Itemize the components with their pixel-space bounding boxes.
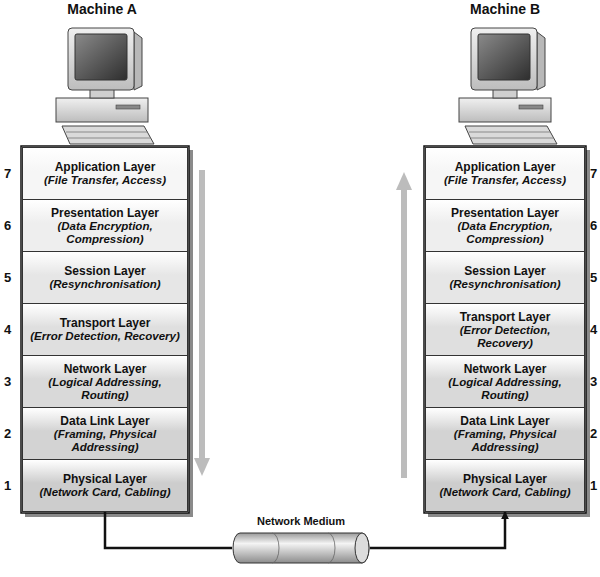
medium-label: Network Medium xyxy=(232,515,370,527)
layer-function: (Data Encryption, Compression) xyxy=(28,220,182,246)
cylinder-ring xyxy=(272,533,335,563)
layer-box: Application Layer(File Transfer, Access) xyxy=(22,147,188,200)
layer-name: Data Link Layer xyxy=(60,414,149,428)
flow-arrow-down xyxy=(194,170,210,476)
layer-name: Network Layer xyxy=(64,362,147,376)
layer-stack xyxy=(424,146,586,513)
monitor xyxy=(471,28,537,90)
drive-slot xyxy=(519,105,543,109)
keyboard xyxy=(465,126,557,144)
monitor xyxy=(68,28,134,90)
layer-number: 5 xyxy=(590,270,597,285)
drive-slot xyxy=(116,105,140,109)
keyboard xyxy=(62,126,154,144)
layer-name: Physical Layer xyxy=(63,472,147,486)
layer-name: Data Link Layer xyxy=(460,414,549,428)
layer-name: Physical Layer xyxy=(463,472,547,486)
layer-name: Session Layer xyxy=(464,264,545,278)
layer-function: (Framing, Physical Addressing) xyxy=(431,428,579,454)
flow-arrow-shaft xyxy=(401,190,407,478)
layer-name: Session Layer xyxy=(64,264,145,278)
layer-number: 7 xyxy=(4,166,11,181)
layer-function: (Network Card, Cabling) xyxy=(440,486,571,499)
layer-name: Presentation Layer xyxy=(451,206,559,220)
network-medium: Network Medium xyxy=(232,532,370,564)
layer-number: 1 xyxy=(4,478,11,493)
layer-function: (Resynchronisation) xyxy=(49,278,160,291)
layer-number: 6 xyxy=(4,218,11,233)
layer-box: Presentation Layer(Data Encryption, Comp… xyxy=(22,199,188,252)
layer-number: 4 xyxy=(4,322,11,337)
layer-function: (File Transfer, Access) xyxy=(444,174,566,187)
computer-icon xyxy=(56,28,154,144)
layer-box: Transport Layer(Error Detection, Recover… xyxy=(22,303,188,356)
machine-title: Machine A xyxy=(67,1,137,17)
layer-box: Session Layer(Resynchronisation) xyxy=(425,251,585,304)
layer-number: 1 xyxy=(590,478,597,493)
layer-number: 6 xyxy=(590,218,597,233)
layer-function: (Error Detection, Recovery) xyxy=(30,330,180,343)
layer-number: 3 xyxy=(4,374,11,389)
layer-box: Application Layer(File Transfer, Access) xyxy=(425,147,585,200)
layer-box: Data Link Layer(Framing, Physical Addres… xyxy=(425,407,585,460)
layer-box: Network Layer(Logical Addressing, Routin… xyxy=(22,355,188,408)
monitor-screen xyxy=(75,34,127,80)
computer-icon xyxy=(459,28,557,144)
layer-function: (Resynchronisation) xyxy=(449,278,560,291)
layer-box: Physical Layer(Network Card, Cabling) xyxy=(425,459,585,512)
layer-box: Physical Layer(Network Card, Cabling) xyxy=(22,459,188,512)
layer-function: (Logical Addressing, Routing) xyxy=(431,376,579,402)
layer-function: (Error Detection, Recovery) xyxy=(431,324,579,350)
layer-number: 2 xyxy=(4,426,11,441)
layer-function: (Logical Addressing, Routing) xyxy=(28,376,182,402)
layer-number: 4 xyxy=(590,322,597,337)
monitor-side xyxy=(134,32,142,90)
layer-box: Presentation Layer(Data Encryption, Comp… xyxy=(425,199,585,252)
machine-title: Machine B xyxy=(470,1,540,17)
network-cable xyxy=(370,512,505,548)
layer-number: 7 xyxy=(590,166,597,181)
layer-box: Transport Layer(Error Detection, Recover… xyxy=(425,303,585,356)
cylinder-body xyxy=(233,533,369,563)
layer-name: Application Layer xyxy=(455,160,556,174)
layer-name: Transport Layer xyxy=(460,310,551,324)
layer-box: Session Layer(Resynchronisation) xyxy=(22,251,188,304)
layer-box: Data Link Layer(Framing, Physical Addres… xyxy=(22,407,188,460)
desktop-case xyxy=(459,98,551,122)
network-cable xyxy=(105,512,232,548)
flow-arrow-head xyxy=(396,172,412,190)
layer-name: Transport Layer xyxy=(60,316,151,330)
cable-cylinder xyxy=(232,532,370,564)
desktop-case xyxy=(56,98,148,122)
layer-stack xyxy=(21,146,189,513)
flow-arrow-up xyxy=(396,172,412,478)
layer-number: 3 xyxy=(590,374,597,389)
layer-name: Network Layer xyxy=(464,362,547,376)
layer-box: Network Layer(Logical Addressing, Routin… xyxy=(425,355,585,408)
cylinder-end xyxy=(355,533,369,563)
flow-arrow-shaft xyxy=(199,170,205,458)
layer-name: Presentation Layer xyxy=(51,206,159,220)
layer-function: (Data Encryption, Compression) xyxy=(431,220,579,246)
layer-number: 5 xyxy=(4,270,11,285)
monitor-side xyxy=(537,32,545,90)
monitor-screen xyxy=(478,34,530,80)
layer-function: (Framing, Physical Addressing) xyxy=(28,428,182,454)
flow-arrow-head xyxy=(194,458,210,476)
layer-function: (File Transfer, Access) xyxy=(44,174,166,187)
layer-function: (Network Card, Cabling) xyxy=(40,486,171,499)
keyboard-keys xyxy=(469,132,554,138)
layer-number: 2 xyxy=(590,426,597,441)
keyboard-keys xyxy=(66,132,151,138)
layer-name: Application Layer xyxy=(55,160,156,174)
